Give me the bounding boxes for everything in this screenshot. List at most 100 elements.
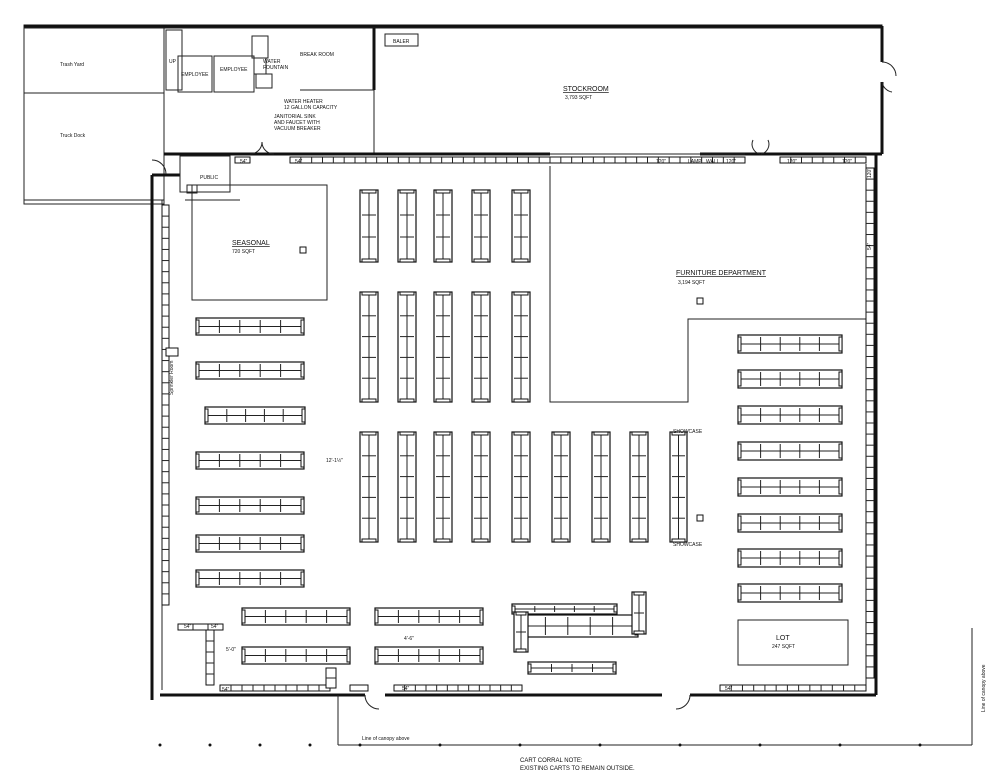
- gondola-endcap: [195, 453, 200, 468]
- wall-fixture-outline: [165, 347, 179, 357]
- wall-fixture-outline: [205, 629, 215, 686]
- wall-fixture-strip: [205, 629, 215, 686]
- site-dots: [158, 743, 922, 747]
- gondola-endcap: [195, 319, 200, 334]
- gondola-endcap: [513, 189, 529, 194]
- top-wall-label-6: 120": [787, 159, 797, 165]
- canopy-note-right: Line of canopy above: [981, 664, 987, 712]
- aisle-dimension-2: 5'-0": [226, 647, 236, 653]
- top-wall-label-2: 120": [656, 159, 666, 165]
- vertical-gondola: [513, 611, 529, 653]
- gondola-endcap: [374, 648, 379, 663]
- aisle-dimension-1: 12'-1½": [326, 457, 343, 464]
- gondola-endcap: [737, 479, 742, 495]
- gondola-endcap: [633, 591, 645, 596]
- gondola-endcap: [838, 443, 843, 459]
- gondola-endcap: [361, 398, 377, 403]
- wall-fixture-strip: [349, 684, 369, 692]
- gondola-endcap: [473, 291, 489, 296]
- showcase-label-2: SHOWCASE: [673, 542, 703, 548]
- wall-fixture-strip: [393, 684, 523, 692]
- gondola-endcap: [473, 258, 489, 263]
- right-wall-label-1: 120": [867, 168, 873, 178]
- doors: [151, 61, 897, 710]
- cart-corral-note-line-1: CART CORRAL NOTE:: [520, 758, 583, 764]
- gondola-endcap: [737, 443, 742, 459]
- site-dot: [158, 743, 162, 747]
- stockroom-name: STOCKROOM: [563, 86, 609, 93]
- truck-dock-label: Truck Dock: [60, 133, 86, 139]
- canopy-note-bottom: Line of canopy above: [362, 736, 410, 742]
- top-wall-label-4: WALL: [706, 159, 720, 165]
- cart-corral-note-line-2: EXISTING CARTS TO REMAIN OUTSIDE.: [520, 766, 635, 772]
- vertical-gondola: [397, 291, 417, 403]
- gondola-endcap: [631, 431, 647, 436]
- gondola-endcap: [473, 431, 489, 436]
- wall-fixture-strip: [165, 347, 179, 357]
- trash-yard-label: Trash Yard: [60, 62, 84, 68]
- gondola-endcap: [479, 648, 484, 663]
- horizontal-gondola: [195, 361, 305, 380]
- gondola-endcap: [612, 663, 617, 673]
- right-wall-label-2: 54": [867, 242, 873, 250]
- top-wall-label-1: 54": [295, 159, 303, 165]
- site-dot: [758, 743, 762, 747]
- site-dot: [438, 743, 442, 747]
- top-wall-label-3: LAMP: [688, 159, 702, 165]
- wall-fixture-strip: [865, 167, 875, 679]
- horizontal-gondola: [737, 441, 843, 461]
- site-dot: [258, 743, 262, 747]
- gondola-endcap: [737, 550, 742, 566]
- horizontal-gondola: [195, 534, 305, 553]
- gondola-endcap: [195, 536, 200, 551]
- water-heater-line-1: WATER HEATER: [284, 99, 323, 105]
- site-dot: [678, 743, 682, 747]
- water-heater-line-2: 12 GALLON CAPACITY: [284, 105, 338, 111]
- gondola-endcap: [399, 291, 415, 296]
- vertical-gondola: [433, 291, 453, 403]
- gondola-endcap: [195, 498, 200, 513]
- gondola-endcap: [241, 648, 246, 663]
- gondola-endcap: [838, 336, 843, 352]
- notes: WATER FOUNTAIN WATER HEATER 12 GALLON CA…: [263, 59, 987, 772]
- gondola-endcap: [671, 431, 686, 436]
- corner-label-1: 54": [184, 624, 192, 630]
- vertical-gondola: [629, 431, 649, 543]
- site-dot: [518, 743, 522, 747]
- vertical-gondola: [397, 431, 417, 543]
- wall-fixture-outline: [177, 623, 224, 631]
- gondola-endcap: [527, 663, 532, 673]
- wall-fixture-outline: [349, 684, 369, 692]
- gondola-endcap: [300, 319, 305, 334]
- horizontal-gondola: [737, 334, 843, 354]
- site-dot: [918, 743, 922, 747]
- site-dot: [308, 743, 312, 747]
- bottom-wall-label-2: 54": [402, 686, 410, 692]
- employee-restroom-1-label: EMPLOYEE: [181, 72, 209, 78]
- janitorial-line-3: VACUUM BREAKER: [274, 126, 321, 132]
- gondola-endcap: [838, 550, 843, 566]
- vertical-gondola: [669, 431, 688, 543]
- site-dot: [598, 743, 602, 747]
- vertical-gondola: [471, 431, 491, 543]
- gondola-endcap: [399, 258, 415, 263]
- break-room-label: BREAK ROOM: [300, 52, 334, 58]
- gondola-endcap: [361, 189, 377, 194]
- gondola-endcap: [838, 407, 843, 423]
- department-labels: STOCKROOM 3,793 SQFT SEASONAL 720 SQFT F…: [232, 86, 795, 650]
- horizontal-gondola: [511, 603, 618, 615]
- water-fountain-line-2: FOUNTAIN: [263, 65, 289, 71]
- public-wall-label: 54": [240, 159, 248, 165]
- wall-fixture-outline: [234, 156, 251, 164]
- wall-fixture-strip: [219, 684, 331, 692]
- vertical-gondola: [433, 189, 453, 263]
- gondola-endcap: [435, 291, 451, 296]
- wall-fixture-strip: [161, 204, 170, 606]
- room-labels: Trash Yard Truck Dock BREAK ROOM EMPLOYE…: [60, 39, 410, 395]
- gondola-endcap: [737, 336, 742, 352]
- horizontal-gondola: [204, 406, 306, 425]
- gondola-endcap: [399, 431, 415, 436]
- gondola-endcap: [513, 398, 529, 403]
- site-dot: [208, 743, 212, 747]
